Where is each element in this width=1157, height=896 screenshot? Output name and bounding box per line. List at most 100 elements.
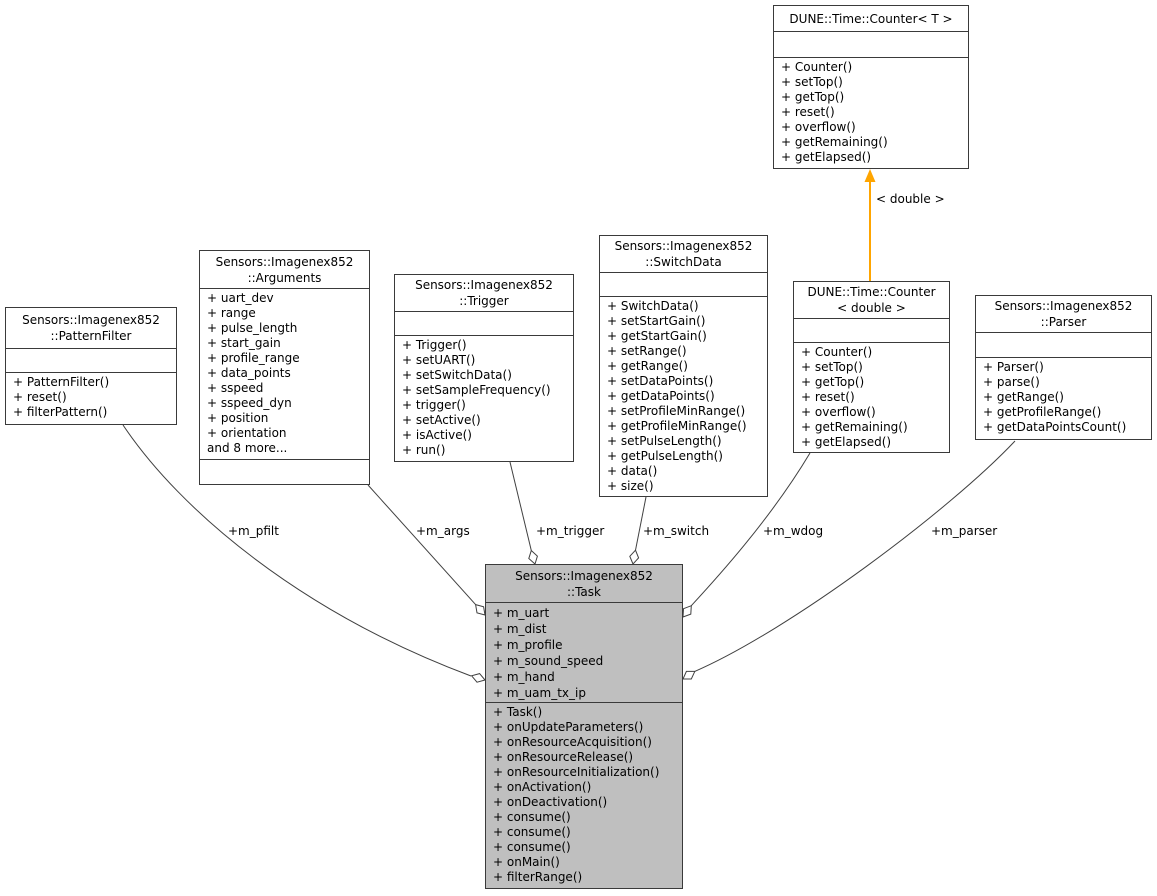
class-box-counter-double[interactable]: DUNE::Time::Counter < double > + Counter… <box>793 281 950 453</box>
member-line: + orientation <box>207 426 287 440</box>
attributes-section-empty <box>976 332 1151 357</box>
member-line: + m_sound_speed <box>493 654 604 668</box>
member-line: + overflow() <box>801 405 876 419</box>
member-line: + onResourceRelease() <box>493 750 634 764</box>
member-line: + profile_range <box>207 351 300 365</box>
member-line: + Task() <box>493 705 543 719</box>
attributes-section-empty <box>794 318 949 342</box>
edge-label-m-pfilt: +m_pfilt <box>228 524 279 538</box>
member-line: + size() <box>607 479 654 493</box>
member-line: + Counter() <box>801 345 873 359</box>
member-line: + getRange() <box>607 359 688 373</box>
class-box-arguments[interactable]: Sensors::Imagenex852 ::Arguments + uart_… <box>199 250 370 485</box>
edge-m-pfilt <box>122 424 472 677</box>
member-line: + PatternFilter() <box>13 375 110 389</box>
member-line: + uart_dev <box>207 291 274 305</box>
member-line: + getDataPoints() <box>607 389 715 403</box>
member-line: + setActive() <box>402 413 481 427</box>
class-title: DUNE::Time::Counter< T > <box>789 11 953 26</box>
methods-section: + Parser()+ parse()+ getRange()+ getProf… <box>976 357 1151 439</box>
class-box-trigger[interactable]: Sensors::Imagenex852 ::Trigger + Trigger… <box>394 274 574 462</box>
member-line: + onMain() <box>493 855 560 869</box>
methods-section: + Counter()+ setTop()+ getTop()+ reset()… <box>774 57 968 168</box>
member-line: and 8 more... <box>207 441 288 455</box>
member-line: + consume() <box>493 825 571 839</box>
member-line: + onResourceAcquisition() <box>493 735 652 749</box>
member-line: + parse() <box>983 375 1040 389</box>
edge-label-m-trigger: +m_trigger <box>536 524 605 538</box>
methods-section-empty <box>200 459 369 484</box>
class-title: Sensors::Imagenex852 ::Parser <box>994 299 1133 329</box>
member-line: + filterPattern() <box>13 405 108 419</box>
member-line: + getProfileRange() <box>983 405 1102 419</box>
member-line: + getDataPointsCount() <box>983 420 1127 434</box>
methods-section: + Task()+ onUpdateParameters()+ onResour… <box>486 702 682 888</box>
member-line: + getTop() <box>781 90 845 104</box>
attributes-section-empty <box>774 31 968 57</box>
aggregation-diamond-m-parser <box>682 670 696 680</box>
edge-m-parser <box>694 440 1016 672</box>
methods-section: + Trigger()+ setUART()+ setSwitchData()+… <box>395 335 573 461</box>
aggregation-diamond-m-args <box>474 603 486 616</box>
member-line: + SwitchData() <box>607 299 699 313</box>
methods-section: + PatternFilter()+ reset()+ filterPatter… <box>6 372 176 424</box>
member-line: + consume() <box>493 810 571 824</box>
member-line: + reset() <box>13 390 67 404</box>
member-line: + Trigger() <box>402 338 467 352</box>
class-title: DUNE::Time::Counter < double > <box>807 285 936 315</box>
class-box-switch-data[interactable]: Sensors::Imagenex852 ::SwitchData + Swit… <box>599 235 768 497</box>
edge-label-m-wdog: +m_wdog <box>763 524 824 538</box>
member-line: + m_hand <box>493 670 555 684</box>
member-line: + onResourceInitialization() <box>493 765 660 779</box>
edge-m-switch <box>635 496 647 551</box>
member-line: + sspeed <box>207 381 264 395</box>
member-line: + getRemaining() <box>801 420 908 434</box>
member-line: + consume() <box>493 840 571 854</box>
class-box-task[interactable]: Sensors::Imagenex852 ::Task + m_uart+ m_… <box>485 564 683 889</box>
class-box-pattern-filter[interactable]: Sensors::Imagenex852 ::PatternFilter + P… <box>5 307 177 425</box>
member-line: + run() <box>402 443 446 457</box>
member-line: + reset() <box>781 105 835 119</box>
attributes-section-empty <box>395 311 573 335</box>
member-line: + setSwitchData() <box>402 368 512 382</box>
methods-section: + SwitchData()+ setStartGain()+ getStart… <box>600 296 767 496</box>
member-line: + setStartGain() <box>607 314 706 328</box>
attributes-section: + m_uart + m_dist + m_profile + m_sound_spe… <box>486 602 682 702</box>
member-line: + setProfileMinRange() <box>607 404 746 418</box>
edge-m-wdog <box>690 452 811 607</box>
methods-section: + Counter()+ setTop()+ getTop()+ reset()… <box>794 342 949 452</box>
member-line: + trigger() <box>402 398 466 412</box>
edge-label-template-instance: < double > <box>876 192 945 206</box>
member-line: + getRange() <box>983 390 1064 404</box>
edge-label-m-switch: +m_switch <box>643 524 710 538</box>
member-line: + start_gain <box>207 336 281 350</box>
edge-label-m-args: +m_args <box>416 524 470 538</box>
member-line: + overflow() <box>781 120 856 134</box>
member-line: + m_dist <box>493 622 547 636</box>
member-line: + m_uart <box>493 606 550 620</box>
attributes-section-empty <box>600 272 767 296</box>
class-box-counter-t[interactable]: DUNE::Time::Counter< T > + Counter()+ se… <box>773 5 969 169</box>
edge-m-trigger <box>509 461 532 551</box>
member-line: + m_uam_tx_ip <box>493 686 586 700</box>
member-line: + setSampleFrequency() <box>402 383 551 397</box>
member-line: + data() <box>607 464 658 478</box>
aggregation-diamond-m-switch <box>629 549 640 565</box>
member-line: + isActive() <box>402 428 472 442</box>
member-line: + getElapsed() <box>801 435 892 449</box>
member-line: + getPulseLength() <box>607 449 723 463</box>
member-line: + range <box>207 306 256 320</box>
member-line: + getElapsed() <box>781 150 872 164</box>
class-box-parser[interactable]: Sensors::Imagenex852 ::Parser + Parser()… <box>975 295 1152 440</box>
member-line: + Counter() <box>781 60 853 74</box>
member-line: + m_profile <box>493 638 563 652</box>
aggregation-diamond-m-wdog <box>682 604 692 618</box>
member-line: + setPulseLength() <box>607 434 722 448</box>
aggregation-diamond-m-trigger <box>528 549 538 565</box>
member-line: + setDataPoints() <box>607 374 714 388</box>
class-title: Sensors::Imagenex852 ::PatternFilter <box>22 313 160 343</box>
member-line: + Parser() <box>983 360 1044 374</box>
member-line: + setTop() <box>801 360 863 374</box>
member-line: + sspeed_dyn <box>207 396 292 410</box>
